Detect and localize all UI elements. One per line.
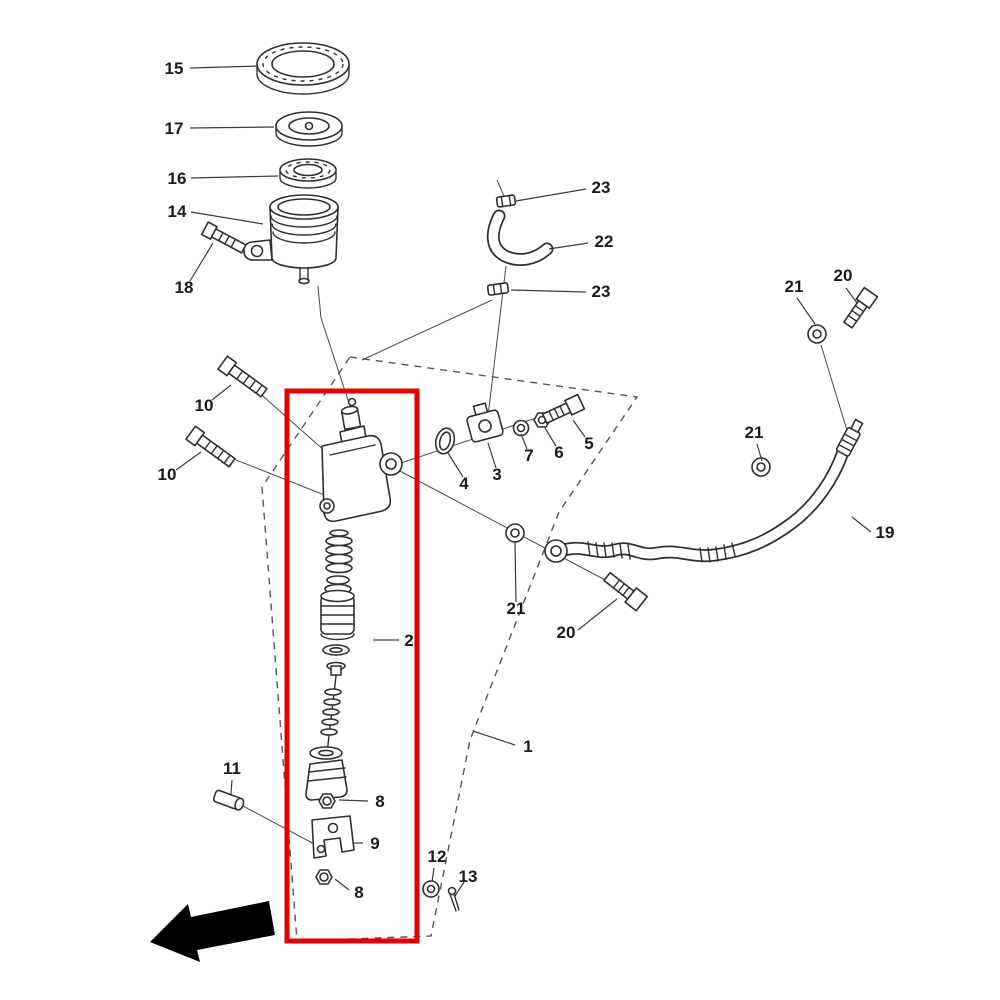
cotter-pin-part: [447, 886, 460, 912]
banjo-bolt-mid-part: [603, 571, 649, 612]
dust-boot-part: [305, 759, 348, 801]
callout-2: 2: [404, 631, 413, 650]
callout-15: 15: [165, 59, 184, 78]
callout-12: 12: [428, 847, 447, 866]
banjo-washer-right-part: [751, 457, 771, 477]
bolt-5-part: [541, 393, 586, 425]
hose-clamp-lower-part: [486, 282, 510, 296]
clevis-joint-part: [311, 815, 355, 859]
elbow-hose-part: [486, 209, 554, 266]
callout-7: 7: [524, 446, 533, 465]
push-rod-part: [309, 675, 343, 760]
piston-washer-part: [322, 644, 350, 656]
reservoir-body-part: [243, 194, 339, 285]
washer-7-hole: [516, 423, 526, 433]
hose-clamp-upper-part: [495, 194, 517, 208]
callout-21b: 21: [745, 423, 764, 442]
oring-part: [434, 427, 456, 455]
reservoir-cap-part: [256, 42, 350, 95]
banjo-washer-top-part: [807, 324, 827, 344]
callout-22: 22: [595, 232, 614, 251]
callout-13: 13: [459, 867, 478, 886]
hose-joint-part: [466, 402, 504, 443]
callout-10a: 10: [195, 396, 214, 415]
diaphragm-part: [279, 158, 337, 189]
callout-5: 5: [584, 434, 593, 453]
washer-12-part: [422, 880, 440, 898]
return-spring-part: [325, 529, 353, 574]
callout-20a: 20: [834, 266, 853, 285]
callout-3: 3: [492, 465, 501, 484]
mounting-bolt-upper-part: [217, 355, 268, 398]
callout-18: 18: [175, 278, 194, 297]
locknut-lower-part: [315, 869, 333, 885]
banjo-bolt-top-part: [843, 286, 879, 329]
callout-1: 1: [523, 737, 532, 756]
highlight-box: [284, 388, 420, 944]
banjo-washer-mid-part: [505, 523, 525, 543]
callout-23a: 23: [592, 178, 611, 197]
retainer-part: [326, 661, 346, 676]
dashed-group-outline: [261, 356, 639, 942]
callout-11: 11: [223, 759, 241, 778]
piston-part: [320, 589, 355, 641]
diaphragm-plate-part: [275, 111, 343, 147]
callout-17: 17: [165, 119, 184, 138]
callout-6: 6: [554, 443, 563, 462]
reservoir-bolt-part: [200, 221, 247, 254]
callout-10b: 10: [158, 465, 177, 484]
leader-lines: [175, 65, 872, 897]
callout-23b: 23: [592, 282, 611, 301]
locknut-upper-part: [318, 793, 336, 809]
direction-arrow-icon: [150, 901, 275, 962]
callout-19: 19: [876, 523, 895, 542]
callout-21a: 21: [785, 277, 804, 296]
callout-4: 4: [459, 474, 469, 493]
callout-8a: 8: [375, 792, 384, 811]
clevis-pin-part: [212, 789, 245, 811]
callout-21c: 21: [507, 599, 526, 618]
master-cylinder-body-part: [319, 397, 403, 523]
callout-14: 14: [168, 202, 187, 221]
callout-9: 9: [370, 834, 379, 853]
callout-8b: 8: [354, 883, 363, 902]
callout-16: 16: [168, 169, 187, 188]
brake-hose-part: [544, 418, 864, 563]
callout-labels: 15 17 16 14 18 23 22 23 21 20 10 10 4 3 …: [158, 59, 895, 902]
mounting-bolt-lower-part: [185, 425, 236, 468]
callout-20b: 20: [557, 623, 576, 642]
